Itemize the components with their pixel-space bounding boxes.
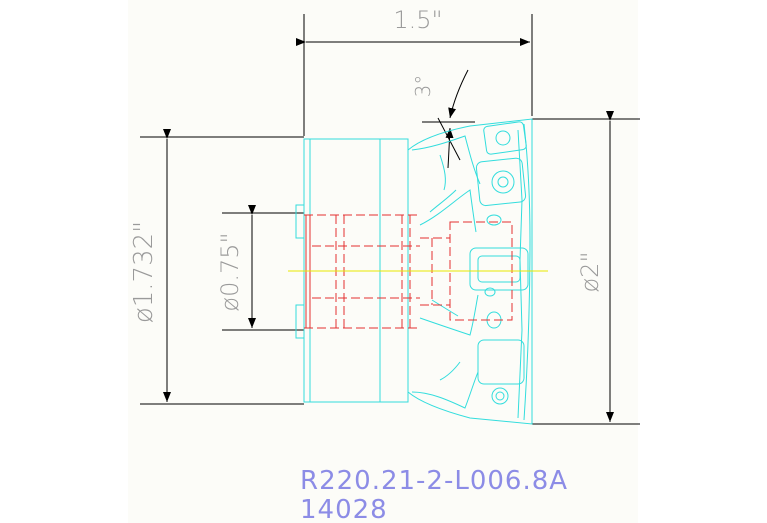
coolant-hole-1 [486, 214, 502, 226]
coolant-hole-3 [484, 287, 496, 297]
flute-2 [419, 189, 477, 233]
item-number-label: 14028 [300, 495, 388, 523]
insert-pocket-3 [469, 247, 529, 291]
flute-4 [411, 361, 479, 409]
insert-pocket-2 [475, 157, 527, 207]
outer-diameter-label: ø1.732" [129, 221, 159, 323]
insert-pocket-4 [477, 339, 525, 385]
keyway-notch [295, 204, 304, 339]
insert-screw-4-inner [495, 391, 505, 401]
part-number-label: R220.21-2-L006.8A [300, 466, 568, 496]
insert-screw-2-inner [497, 176, 509, 188]
bore-diameter-label: ø0.75" [216, 232, 244, 311]
cutter-diameter-label: ø2" [576, 252, 604, 293]
dimension-lines [140, 14, 640, 425]
angle-arc [448, 69, 469, 119]
length-dimension-label: 1.5" [393, 6, 442, 34]
insert-pocket-1 [483, 121, 527, 155]
flute-3 [419, 294, 479, 336]
insert-3-face [477, 255, 521, 283]
angle-guide [437, 117, 461, 161]
outer-flute-edge [517, 129, 523, 419]
insert-screw-2 [491, 170, 515, 194]
cutting-edge-profile [523, 123, 531, 421]
angle-dimension-label: 3° [411, 75, 435, 98]
insert-screw-1 [495, 130, 511, 146]
insert-screw-4 [491, 387, 509, 405]
drawing-sheet [128, 0, 638, 523]
angle-arc-lower [445, 127, 454, 169]
flute-1 [411, 135, 481, 191]
